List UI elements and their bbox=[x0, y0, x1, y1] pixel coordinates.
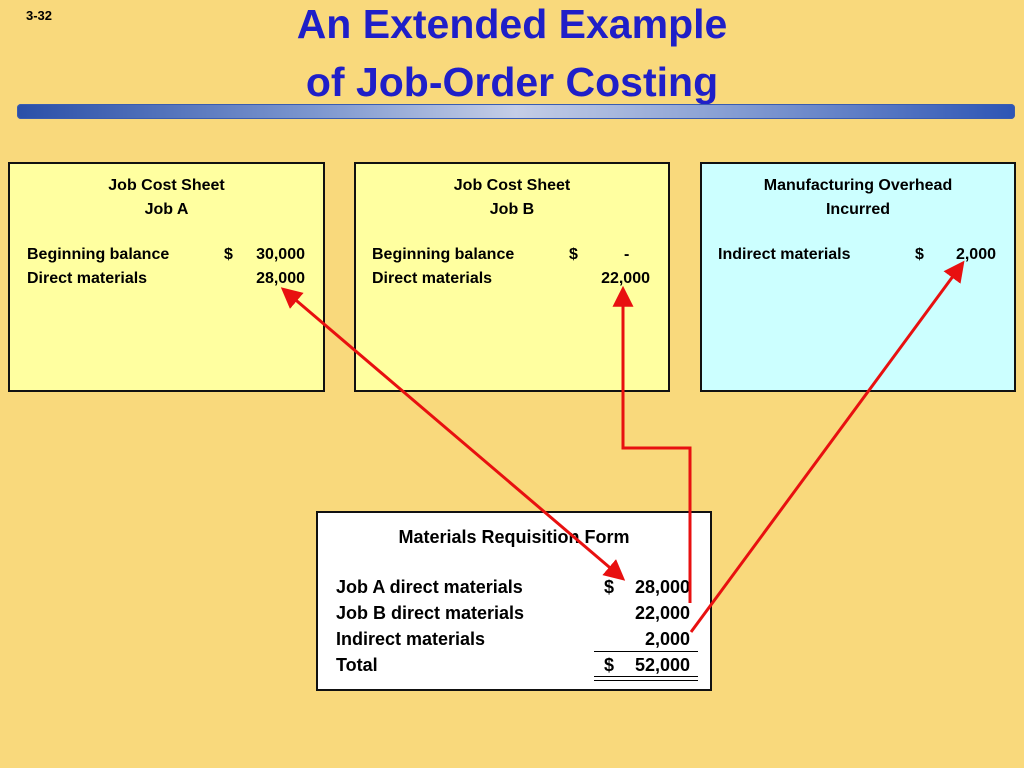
job-b-row-1-label: Beginning balance bbox=[372, 246, 515, 263]
materials-requisition-form: Materials Requisition Form Job A direct … bbox=[316, 511, 712, 691]
requisition-row-1-label: Job A direct materials bbox=[336, 577, 523, 597]
job-cost-sheet-a: Job Cost Sheet Job A Beginning balance $… bbox=[8, 162, 325, 392]
job-a-row-1-amount: 30,000 bbox=[256, 246, 305, 263]
job-b-row-2-amount: 22,000 bbox=[601, 270, 650, 287]
subtotal-underline bbox=[594, 651, 698, 652]
overhead-heading-1: Manufacturing Overhead bbox=[763, 177, 953, 194]
manufacturing-overhead-box: Manufacturing Overhead Incurred Indirect… bbox=[700, 162, 1016, 392]
overhead-heading-2: Incurred bbox=[825, 201, 890, 218]
overhead-row-1-label: Indirect materials bbox=[718, 246, 851, 263]
job-b-row-2-label: Direct materials bbox=[372, 270, 493, 287]
requisition-row-2-amount: 22,000 bbox=[634, 603, 690, 623]
job-b-row-1-amount: - bbox=[624, 246, 630, 263]
overhead-row-1-amount: 2,000 bbox=[955, 246, 996, 263]
job-a-heading-2: Job A bbox=[144, 201, 189, 218]
requisition-heading: Materials Requisition Form bbox=[398, 527, 630, 547]
requisition-total-label: Total bbox=[336, 655, 378, 675]
job-a-heading-1: Job Cost Sheet bbox=[108, 177, 225, 194]
requisition-total-currency: $ bbox=[604, 655, 615, 675]
total-double-underline-top bbox=[594, 676, 698, 677]
title-divider-bar bbox=[17, 104, 1015, 119]
job-b-row-1-currency: $ bbox=[569, 246, 578, 263]
job-b-heading-1: Job Cost Sheet bbox=[453, 177, 571, 194]
slide-number: 3-32 bbox=[26, 8, 53, 23]
job-a-row-1-currency: $ bbox=[224, 246, 233, 263]
requisition-row-1-amount: 28,000 bbox=[634, 577, 690, 597]
job-b-heading-2: Job B bbox=[489, 201, 535, 218]
requisition-row-3-amount: 2,000 bbox=[644, 629, 690, 649]
page-title-line-2: of Job-Order Costing bbox=[305, 59, 719, 105]
requisition-row-3-label: Indirect materials bbox=[336, 629, 486, 649]
job-a-row-1-label: Beginning balance bbox=[27, 246, 170, 263]
overhead-row-1-currency: $ bbox=[915, 246, 924, 263]
requisition-total-amount: 52,000 bbox=[634, 655, 690, 675]
requisition-row-2-label: Job B direct materials bbox=[336, 603, 525, 623]
requisition-row-1-currency: $ bbox=[604, 577, 615, 597]
job-a-row-2-label: Direct materials bbox=[27, 270, 148, 287]
job-a-row-2-amount: 28,000 bbox=[256, 270, 305, 287]
job-cost-sheet-b: Job Cost Sheet Job B Beginning balance $… bbox=[354, 162, 670, 392]
total-double-underline-bottom bbox=[594, 680, 698, 681]
page-title-line-1: An Extended Example bbox=[296, 1, 728, 47]
